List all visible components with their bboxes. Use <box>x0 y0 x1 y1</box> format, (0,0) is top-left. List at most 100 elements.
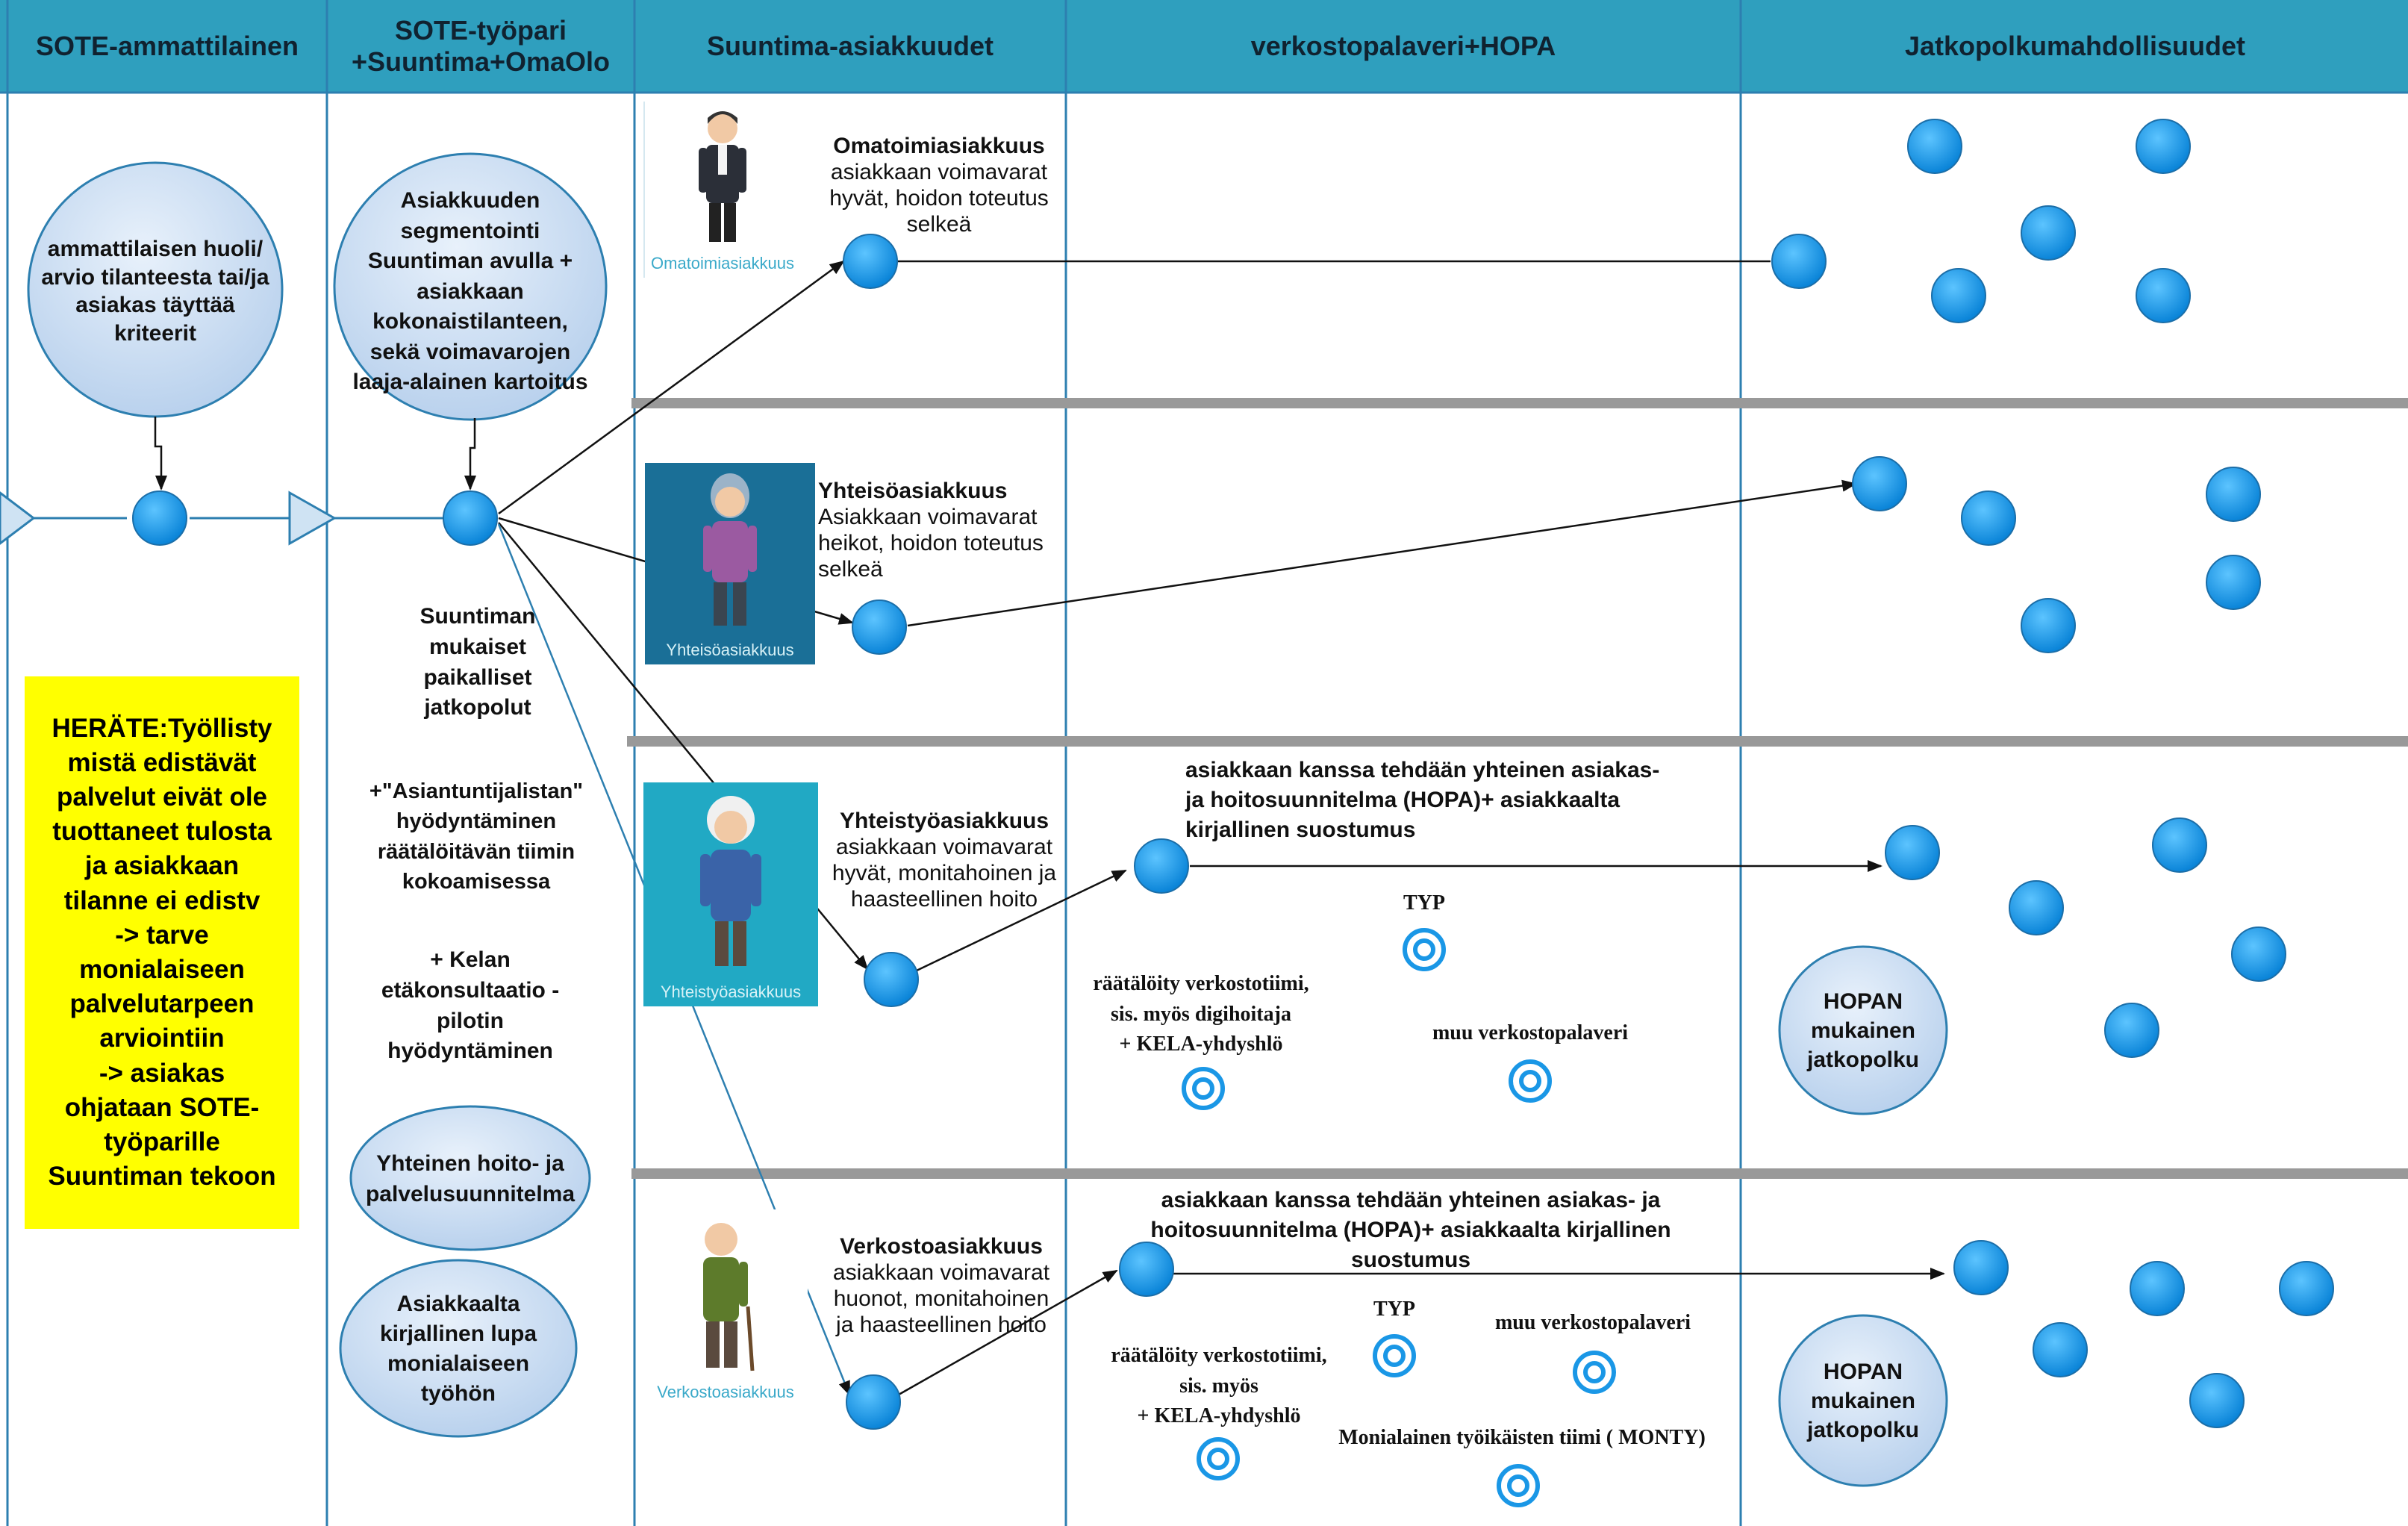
segment-description: asiakkaan voimavarat hyvät, monitahoinen… <box>832 835 1057 912</box>
pathway-arrows <box>897 260 1945 1396</box>
segment-caption: Omatoimiasiakkuus <box>651 254 794 272</box>
path-node <box>1953 1240 2009 1295</box>
node-yhteistyo-network <box>1134 838 1189 894</box>
node-verkosto-network <box>1119 1242 1174 1297</box>
consent-bubble-text: Asiakkaalta kirjallinen lupa monialaisee… <box>379 1292 537 1406</box>
target-icon <box>1197 1437 1240 1480</box>
node-omatoimi <box>843 234 898 289</box>
path-node <box>2189 1373 2245 1428</box>
path-node <box>2231 926 2286 982</box>
segmentation-bubble <box>333 152 608 421</box>
concern-bubble-text: ammattilaisen huoli/ arvio tilanteesta t… <box>41 237 269 346</box>
experts-text: +"Asiantuntijalistan" hyödyntäminen räät… <box>369 779 584 894</box>
lane-header-network: verkostopalaveri+HOPA <box>1067 0 1739 93</box>
path-node <box>2033 1322 2088 1377</box>
node-yhteistyo <box>864 952 919 1007</box>
verkosto-plan-text: asiakkaan kanssa tehdään yhteinen asiaka… <box>1150 1188 1671 1272</box>
node-segmentation <box>443 490 498 546</box>
segment-figure-yhteistyo: Yhteistyöasiakkuus <box>643 782 818 1006</box>
path-node <box>2021 205 2076 261</box>
segmentation-bubble-text: Asiakkuuden segmentointi Suuntiman avull… <box>352 188 588 395</box>
segment-verkosto-text: Verkostoasiakkuus asiakkaan voimavarat h… <box>818 1233 1064 1338</box>
flow-chevron-left <box>0 491 36 545</box>
yhteistyo-typ-label: TYP <box>1403 891 1445 915</box>
path-node <box>2021 598 2076 653</box>
person-grandmother-icon <box>700 796 761 966</box>
path-node <box>2136 268 2191 323</box>
yhteistyo-other-meeting: muu verkostopalaveri <box>1432 1021 1629 1044</box>
segment-figure-omatoimi: Omatoimiasiakkuus <box>643 102 800 278</box>
flow-nodes <box>132 234 1189 1430</box>
hopa-bubble-1 <box>1778 945 1948 1115</box>
segment-caption: Verkostoasiakkuus <box>657 1383 794 1401</box>
segment-figure-yhteiso: Yhteisöasiakkuus <box>645 463 815 664</box>
verkosto-monty-text: Monialainen työikäisten tiimi ( MONTY) <box>1338 1426 1706 1449</box>
target-icon <box>1497 1464 1540 1507</box>
person-suit-icon <box>699 111 746 242</box>
hopa-bubble-1-text: HOPAN mukainen jatkopolku <box>1806 988 1919 1072</box>
yhteistyo-team-text: räätälöity verkostotiimi, sis. myös digi… <box>1093 972 1309 1056</box>
lane-header-label: SOTE-ammattilainen <box>35 30 299 61</box>
segment-title: Yhteisöasiakkuus <box>818 479 1008 503</box>
target-icon <box>1373 1334 1416 1377</box>
hopa-bubble-2-text: HOPAN mukainen jatkopolku <box>1806 1359 1919 1442</box>
lane-header-label: Jatkopolkumahdollisuudet <box>1904 30 2246 61</box>
target-symbols <box>1182 928 1616 1507</box>
pathway-nodes <box>1771 119 2334 1428</box>
node-concern <box>132 490 187 546</box>
path-node <box>1907 119 1962 174</box>
segment-description: asiakkaan voimavarat hyvät, hoidon toteu… <box>829 160 1049 237</box>
trigger-note: HERÄTE:Työllisty mistä edistävät palvelu… <box>25 676 299 1229</box>
segment-title: Yhteistyöasiakkuus <box>839 809 1049 833</box>
target-icon <box>1573 1351 1616 1394</box>
segment-omatoimi-text: Omatoimiasiakkuus asiakkaan voimavarat h… <box>811 133 1067 237</box>
path-node <box>2206 555 2261 610</box>
path-node <box>1961 490 2016 546</box>
plan-bubble-text: Yhteinen hoito- ja palvelusuunnitelma <box>365 1150 576 1206</box>
verkosto-typ-label: TYP <box>1373 1298 1415 1321</box>
segment-yhteiso-text: Yhteisöasiakkuus Asiakkaan voimavarat he… <box>818 478 1064 582</box>
segment-caption: Yhteistyöasiakkuus <box>660 982 802 1001</box>
section-separators <box>627 398 2408 1179</box>
segment-description: asiakkaan voimavarat huonot, monitahoine… <box>832 1260 1050 1338</box>
hopa-bubble-2 <box>1778 1314 1948 1487</box>
lane-header-label: Suuntima-asiakkuudet <box>706 30 994 61</box>
lane-header-label: verkostopalaveri+HOPA <box>1250 30 1556 61</box>
node-yhteiso <box>852 600 907 655</box>
person-elderly-icon <box>703 473 757 626</box>
target-icon <box>1182 1067 1225 1110</box>
path-node <box>1852 456 1907 511</box>
path-node <box>2009 880 2064 935</box>
header-band <box>0 0 2408 93</box>
verkosto-team-text: räätälöity verkostotiimi, sis. myös + KE… <box>1111 1344 1327 1428</box>
verkosto-other-meeting: muu verkostopalaveri <box>1494 1311 1691 1334</box>
trigger-note-text: HERÄTE:Työllisty mistä edistävät palvelu… <box>48 713 276 1192</box>
target-icon <box>1509 1059 1552 1103</box>
path-node <box>1885 825 1940 880</box>
path-node <box>2136 119 2191 174</box>
segment-caption: Yhteisöasiakkuus <box>666 641 794 659</box>
flow-chevron-mid <box>288 490 337 546</box>
node-verkosto <box>846 1374 901 1430</box>
person-cane-icon <box>703 1223 755 1371</box>
lane-header-sote-professional: SOTE-ammattilainen <box>9 0 325 93</box>
consent-bubble <box>339 1259 578 1438</box>
lane-header-sote-pair: SOTE-työpari +Suuntima+OmaOlo <box>328 0 633 93</box>
path-node <box>2206 467 2261 522</box>
plan-bubble <box>349 1105 591 1251</box>
segment-title: Verkostoasiakkuus <box>840 1234 1043 1259</box>
segment-yhteistyo-text: Yhteistyöasiakkuus asiakkaan voimavarat … <box>821 808 1067 912</box>
lane-header-label: SOTE-työpari +Suuntima+OmaOlo <box>351 14 611 77</box>
path-node <box>1931 268 1986 323</box>
bubble-connectors <box>154 417 476 490</box>
path-node <box>2152 818 2207 873</box>
target-icon <box>1403 928 1446 971</box>
yhteistyo-plan-text: asiakkaan kanssa tehdään yhteinen asiaka… <box>1185 758 1660 842</box>
lane-header-pathways: Jatkopolkumahdollisuudet <box>1742 0 2408 93</box>
local-paths-text: Suuntiman mukaiset paikalliset jatkopolu… <box>419 604 536 720</box>
lane-header-segments: Suuntima-asiakkuudet <box>636 0 1064 93</box>
segment-title: Omatoimiasiakkuus <box>833 134 1045 158</box>
path-node <box>1771 234 1827 289</box>
